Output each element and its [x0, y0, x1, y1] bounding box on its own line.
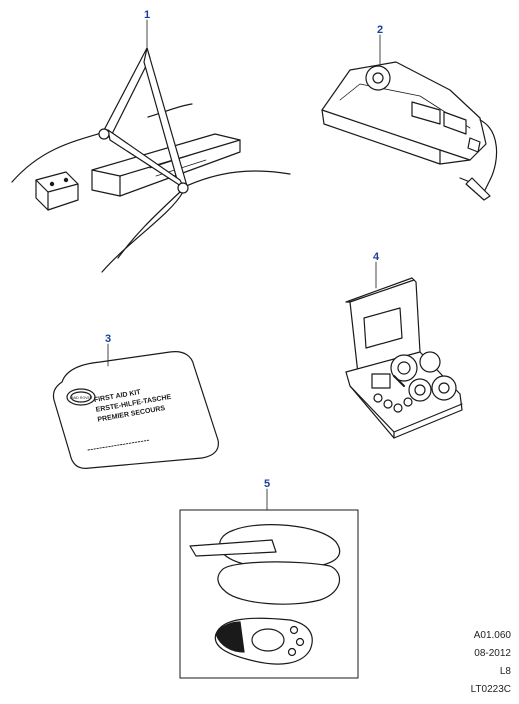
callout-2: 2 — [377, 24, 383, 36]
diagram-model: L8 — [499, 666, 511, 677]
callout-1: 1 — [144, 9, 150, 21]
key-fob-illustration — [214, 617, 313, 665]
callout-4: 4 — [373, 251, 380, 263]
diagram-date: 08-2012 — [474, 648, 511, 659]
key-cover-illustration — [189, 524, 341, 605]
key-cover-frame — [179, 509, 359, 679]
warning-triangle-illustration — [11, 47, 291, 273]
callout-3: 3 — [105, 333, 111, 345]
foot-pump-illustration — [321, 61, 498, 201]
diagram-reference: LT0223C — [470, 684, 511, 695]
bulb-kit-illustration — [345, 277, 463, 439]
land-rover-badge-logo: LAND ROVER — [70, 396, 93, 400]
first-aid-kit-illustration — [52, 351, 219, 469]
callout-5: 5 — [264, 478, 270, 490]
diagram-code: A01.060 — [473, 630, 511, 641]
